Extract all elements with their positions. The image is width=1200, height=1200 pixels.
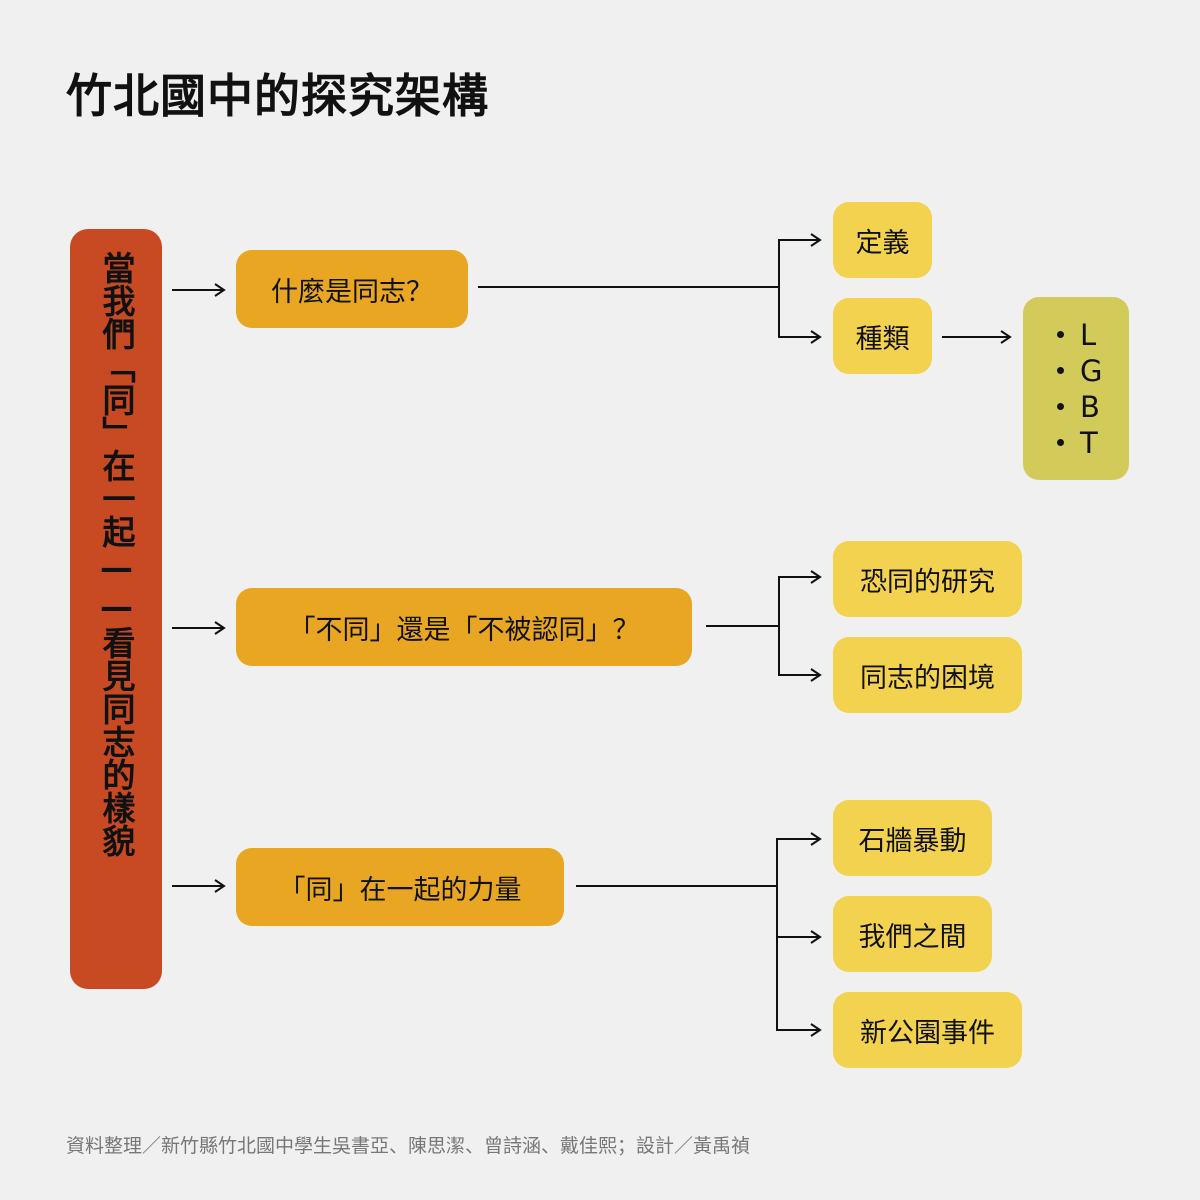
page-title: 竹北國中的探究架構: [66, 69, 489, 123]
topic-definition: 定義: [833, 202, 932, 278]
lgbt-list: L G B T: [1023, 297, 1129, 480]
list-item: G: [1057, 353, 1129, 389]
connector-branch-3-bracket: [776, 838, 820, 1031]
branch-label: 「不同」還是「不被認同」？: [288, 614, 640, 646]
branch-power-together: 「同」在一起的力量: [236, 848, 564, 926]
topic-stonewall: 石牆暴動: [833, 800, 992, 876]
list-item-label: B: [1080, 389, 1100, 424]
bullet-icon: [1057, 403, 1064, 410]
branch-label: 「同」在一起的力量: [278, 874, 522, 906]
bullet-icon: [1057, 331, 1064, 338]
root-topic: 當我們「同」在一起——看見同志的樣貌: [70, 229, 162, 989]
bullet-icon: [1057, 439, 1064, 446]
branch-what-is-gay: 什麼是同志？: [236, 250, 468, 328]
topic-label: 種類: [855, 323, 910, 355]
topic-new-park-incident: 新公園事件: [833, 992, 1022, 1068]
topic-label: 石牆暴動: [858, 825, 967, 857]
topic-label: 新公園事件: [860, 1017, 995, 1049]
list-item-label: L: [1080, 317, 1097, 352]
list-item: L: [1057, 317, 1129, 353]
connector-branch-2-bracket: [778, 576, 820, 676]
list-item: B: [1057, 389, 1129, 425]
topic-homophobia-research: 恐同的研究: [833, 541, 1022, 617]
credits-footer: 資料整理／新竹縣竹北國中學生吳書亞、陳思潔、曾詩涵、戴佳熙；設計／黃禹禎: [66, 1135, 751, 1157]
topic-gay-dilemma: 同志的困境: [833, 637, 1022, 713]
root-topic-label: 當我們「同」在一起——看見同志的樣貌: [97, 251, 136, 857]
list-item: T: [1057, 425, 1129, 461]
connector-branch-1-bracket: [778, 239, 820, 338]
topic-label: 恐同的研究: [860, 566, 995, 598]
list-item-label: G: [1080, 353, 1103, 388]
branch-label: 什麼是同志？: [271, 276, 433, 308]
list-item-label: T: [1080, 425, 1098, 460]
topic-types: 種類: [833, 298, 932, 374]
topic-between-us: 我們之間: [833, 896, 992, 972]
bullet-icon: [1057, 367, 1064, 374]
topic-label: 定義: [855, 227, 910, 259]
branch-different-or-unaccepted: 「不同」還是「不被認同」？: [236, 588, 692, 666]
topic-label: 同志的困境: [860, 662, 995, 694]
topic-label: 我們之間: [858, 921, 967, 953]
